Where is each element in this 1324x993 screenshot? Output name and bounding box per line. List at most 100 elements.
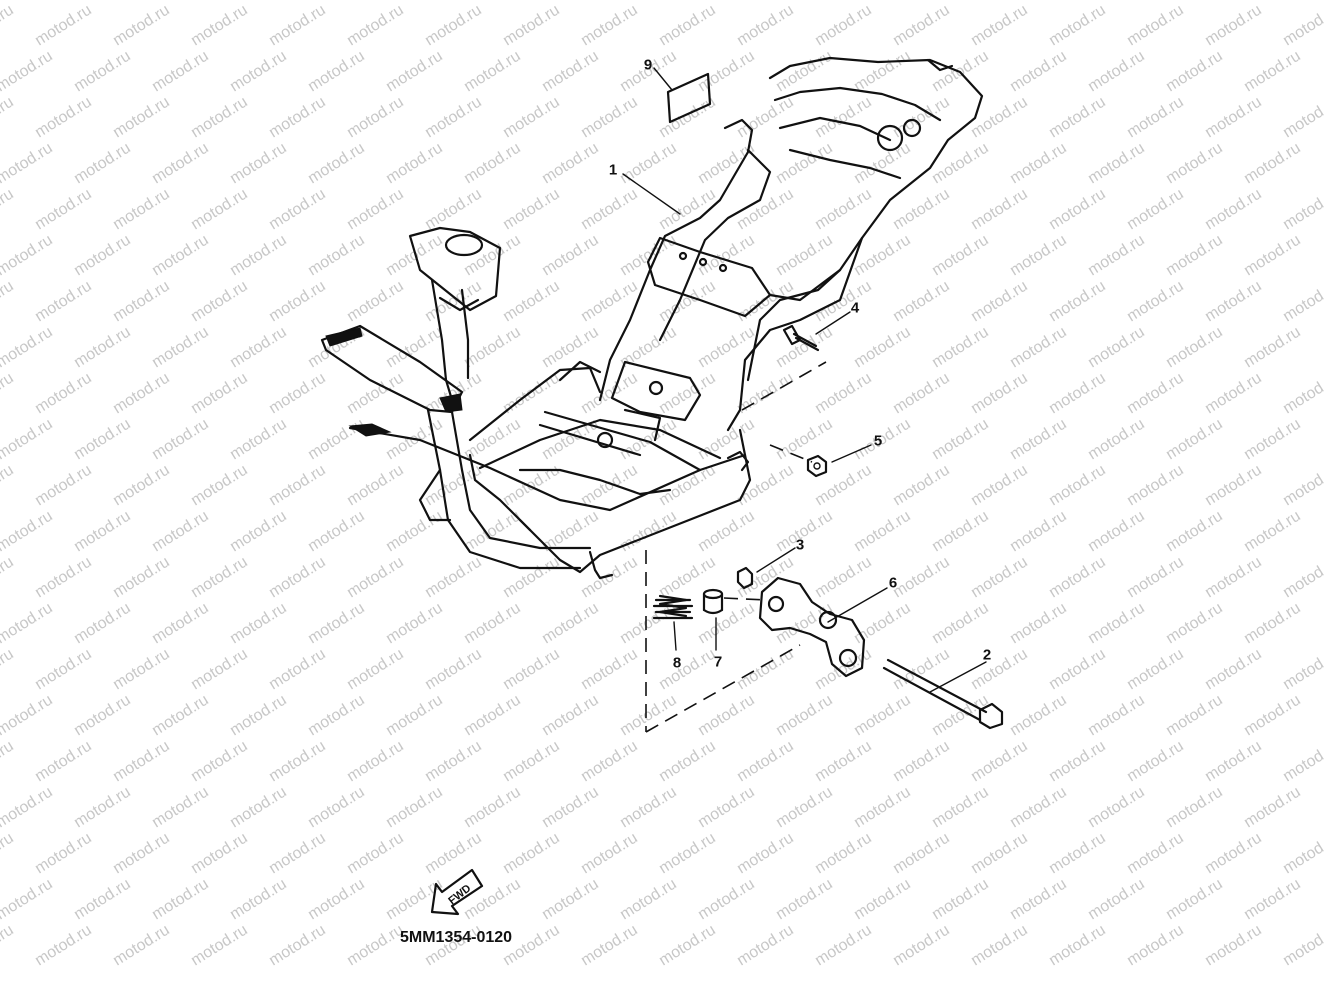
watermark-text: motod.ru [1085, 784, 1148, 832]
watermark-text: motod.ru [149, 692, 212, 740]
watermark-text: motod.ru [1085, 324, 1148, 372]
watermark-text: motod.ru [266, 370, 329, 418]
watermark-text: motod.ru [1007, 508, 1070, 556]
watermark-text: motod.ru [734, 278, 797, 326]
watermark-text: motod.ru [1085, 876, 1148, 924]
callout-4: 4 [850, 299, 860, 317]
callout-3: 3 [795, 536, 805, 554]
watermark-text: motod.ru [422, 646, 485, 694]
watermark-text: motod.ru [1007, 48, 1070, 96]
watermark-text: motod.ru [1241, 692, 1304, 740]
watermark-text: motod.ru [968, 554, 1031, 602]
watermark-text: motod.ru [422, 2, 485, 50]
watermark-text: motod.ru [422, 554, 485, 602]
watermark-text: motod.ru [110, 922, 173, 970]
watermark-text: motod.ru [0, 738, 17, 786]
watermark-text: motod.ru [149, 784, 212, 832]
watermark-text: motod.ru [266, 462, 329, 510]
watermark-text: motod.ru [734, 94, 797, 142]
watermark-text: motod.ru [695, 416, 758, 464]
watermark-text: motod.ru [344, 738, 407, 786]
watermark-text: motod.ru [578, 554, 641, 602]
watermark-text: motod.ru [500, 738, 563, 786]
assembly-lines [645, 361, 827, 733]
small-nut-part [736, 566, 754, 590]
watermark-text: motod.ru [188, 2, 251, 50]
watermark-text: motod.ru [71, 0, 134, 3]
watermark-text: motod.ru [422, 462, 485, 510]
watermark-text: motod.ru [500, 2, 563, 50]
watermark-text: motod.ru [266, 278, 329, 326]
watermark-text: motod.ru [344, 278, 407, 326]
watermark-text: motod.ru [227, 0, 290, 3]
watermark-text: motod.ru [32, 186, 95, 234]
watermark-text: motod.ru [500, 554, 563, 602]
watermark-text: motod.ru [695, 324, 758, 372]
watermark-text: motod.ru [0, 646, 17, 694]
watermark-text: motod.ru [305, 784, 368, 832]
watermark-text: motod.ru [71, 140, 134, 188]
watermark-text: motod.ru [1202, 830, 1265, 878]
watermark-text: motod.ru [1241, 784, 1304, 832]
watermark-text: motod.ru [0, 416, 56, 464]
watermark-text: motod.ru [773, 0, 836, 3]
watermark-text: motod.ru [929, 324, 992, 372]
watermark-text: motod.ru [1241, 48, 1304, 96]
callout-7: 7 [713, 653, 723, 671]
watermark-text: motod.ru [695, 784, 758, 832]
watermark-text: motod.ru [266, 830, 329, 878]
watermark-text: motod.ru [461, 324, 524, 372]
watermark-text: motod.ru [1280, 462, 1324, 510]
watermark-text: motod.ru [812, 186, 875, 234]
watermark-text: motod.ru [1163, 0, 1226, 3]
watermark-text: motod.ru [344, 922, 407, 970]
watermark-text: motod.ru [890, 646, 953, 694]
watermark-text: motod.ru [1202, 922, 1265, 970]
watermark-text: motod.ru [968, 370, 1031, 418]
watermark-text: motod.ru [500, 646, 563, 694]
watermark-text: motod.ru [851, 0, 914, 3]
watermark-text: motod.ru [851, 416, 914, 464]
watermark-text: motod.ru [0, 784, 56, 832]
watermark-text: motod.ru [71, 232, 134, 280]
watermark-text: motod.ru [773, 876, 836, 924]
watermark-text: motod.ru [188, 922, 251, 970]
callout-8: 8 [672, 654, 682, 672]
watermark-text: motod.ru [695, 0, 758, 3]
watermark-text: motod.ru [1046, 830, 1109, 878]
watermark-text: motod.ru [110, 554, 173, 602]
watermark-text: motod.ru [1280, 2, 1324, 50]
watermark-text: motod.ru [812, 830, 875, 878]
watermark-text: motod.ru [32, 646, 95, 694]
watermark-text: motod.ru [32, 830, 95, 878]
watermark-text: motod.ru [344, 462, 407, 510]
watermark-text: motod.ru [110, 646, 173, 694]
watermark-text: motod.ru [0, 692, 56, 740]
watermark-text: motod.ru [500, 830, 563, 878]
watermark-text: motod.ru [539, 140, 602, 188]
watermark-text: motod.ru [1046, 186, 1109, 234]
watermark-text: motod.ru [0, 48, 56, 96]
watermark-text: motod.ru [734, 554, 797, 602]
watermark-text: motod.ru [890, 830, 953, 878]
watermark-text: motod.ru [227, 416, 290, 464]
watermark-text: motod.ru [305, 48, 368, 96]
watermark-text: motod.ru [32, 554, 95, 602]
watermark-text: motod.ru [305, 600, 368, 648]
watermark-text: motod.ru [266, 2, 329, 50]
watermark-text: motod.ru [344, 554, 407, 602]
watermark-text: motod.ru [149, 876, 212, 924]
watermark-text: motod.ru [188, 94, 251, 142]
watermark-text: motod.ru [773, 416, 836, 464]
watermark-text: motod.ru [1124, 370, 1187, 418]
watermark-text: motod.ru [617, 508, 680, 556]
watermark-text: motod.ru [1046, 2, 1109, 50]
watermark-text: motod.ru [110, 462, 173, 510]
watermark-text: motod.ru [1202, 554, 1265, 602]
watermark-text: motod.ru [305, 692, 368, 740]
watermark-text: motod.ru [968, 462, 1031, 510]
watermark-text: motod.ru [0, 278, 17, 326]
callout-1: 1 [608, 161, 618, 179]
watermark-text: motod.ru [656, 2, 719, 50]
watermark-text: motod.ru [578, 462, 641, 510]
